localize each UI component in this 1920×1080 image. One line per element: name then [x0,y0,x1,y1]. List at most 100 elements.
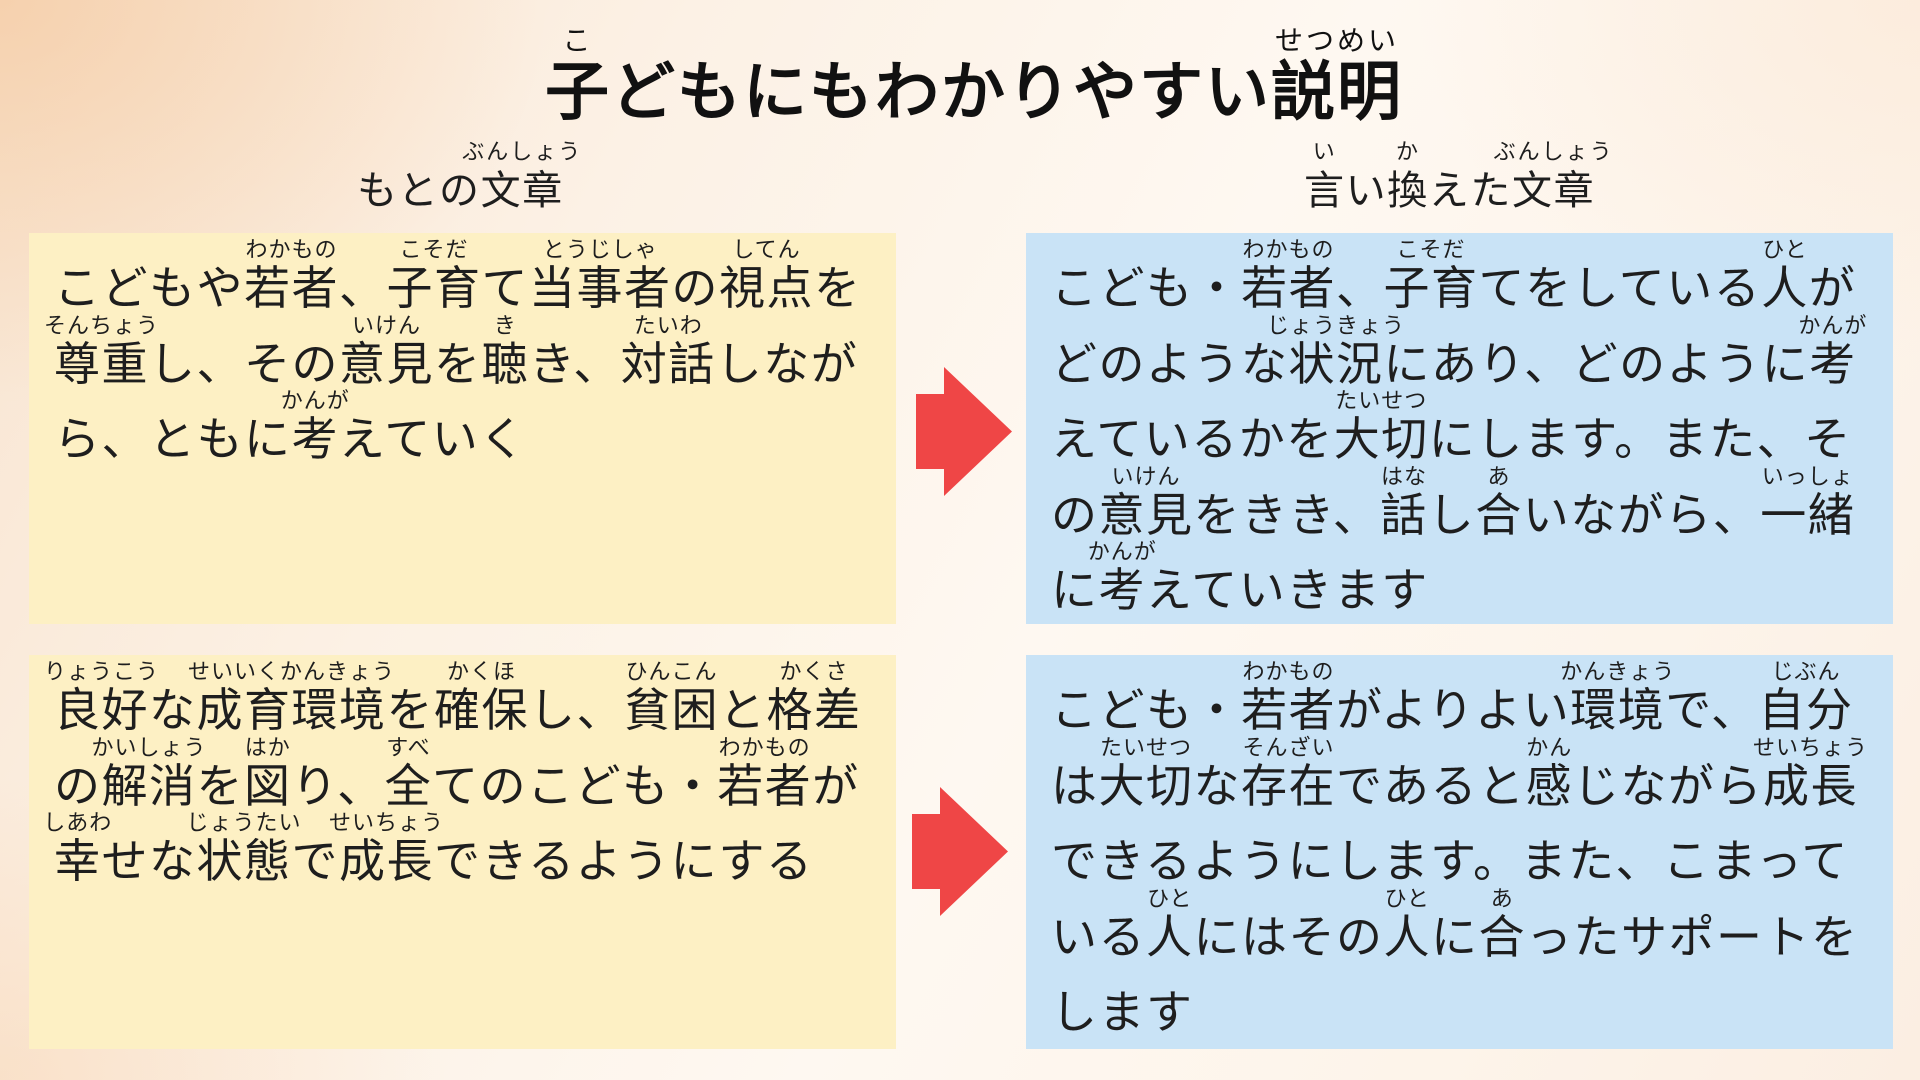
ruby-base: 状況 [1288,336,1384,391]
ruby-word: 成育環境せいいくかんきょう [188,662,394,734]
ruby-base: 幸 [54,834,102,888]
ruby-base: 成育環境 [196,683,387,737]
ruby-base: 説明 [1271,56,1403,130]
text-run: できるようにします。また、こまっている [1051,834,1849,964]
ruby-word: 格差かくさ [767,662,862,734]
furigana: か [1396,140,1421,165]
ruby-base: 言 [1304,168,1346,214]
text-run: な [149,683,197,737]
text-run: で、 [1665,683,1759,737]
text-run: 、 [339,261,387,315]
text-run: な [1193,758,1241,813]
rewritten-text: こども・若者わかものがよりよい環境かんきょうで、自分じぶんは大切たいせつな存在そ… [1051,662,1881,1051]
ruby-word: 環境かんきょう [1560,662,1674,734]
original-text-box: こどもや若者わかもの、子育こそだて当事者とうじしゃの視点してんを尊重そんちょうし… [29,233,896,624]
ruby-word: 若者わかもの [717,737,812,809]
furigana: かいしょう [91,735,207,761]
ruby-base: 文章 [1512,168,1596,214]
ruby-word: 若者わかもの [1241,240,1336,312]
text-run: えた [1428,168,1513,214]
ruby-word: 合あ [1479,888,1527,960]
text-run: を [814,261,862,315]
furigana: そんざい [1242,735,1335,761]
ruby-word: 換か [1387,142,1429,212]
text-run: と [719,683,767,737]
text-run: に [1431,909,1479,964]
furigana: とうじしゃ [542,238,658,263]
furigana: じぶん [1771,660,1841,685]
ruby-word: 子こ [545,27,611,126]
furigana: してん [732,238,801,263]
text-run: いながら、 [1522,487,1761,542]
ruby-base: 大切 [1333,412,1429,466]
furigana: ひと [1384,886,1430,912]
ruby-base: 感 [1525,758,1574,813]
ruby-word: 存在そんざい [1241,737,1336,809]
furigana: いっしょ [1761,464,1854,490]
text-run: じながら [1573,758,1764,813]
ruby-word: 大切たいせつ [1334,391,1429,463]
rewritten-text-box: こども・若者わかもの、子育こそだてをしている人ひとがどのような状況じょうきょうに… [1026,233,1893,624]
ruby-base: 存在 [1241,758,1336,813]
furigana: こ [562,24,594,57]
text-run: えているかを [1051,412,1334,466]
text-run: にします。また、その [1051,412,1852,542]
furigana: かんが [1087,540,1157,565]
ruby-base: 若者 [717,758,813,813]
ruby-word: 文章ぶんしょう [462,142,580,212]
ruby-word: 考かんが [1088,542,1156,614]
ruby-base: 成長 [339,834,434,888]
ruby-base: 確保 [434,683,529,737]
ruby-base: 状態 [196,834,292,888]
ruby-word: 全すべ [385,737,433,809]
ruby-base: 意見 [1098,487,1194,542]
ruby-word: 成長せいちょう [329,813,443,885]
furigana: かんが [1798,313,1868,339]
furigana: こそだ [399,238,469,263]
furigana: ひと [1147,886,1193,912]
ruby-word: 意見いけん [1099,466,1194,538]
ruby-word: 良好りょうこう [44,662,158,734]
furigana: はな [1381,464,1428,490]
ruby-base: 図 [244,758,292,813]
text-run: が [812,758,860,813]
ruby-base: 成長 [1763,758,1859,813]
ruby-word: 幸しあわ [43,813,111,885]
text-run: し、 [529,683,624,737]
ruby-base: 意見 [339,336,434,391]
ruby-word: 考かんが [1798,315,1866,387]
ruby-word: 解消かいしょう [91,737,205,809]
text-run: ったサポートをします [1051,909,1859,1040]
ruby-base: 話 [1380,487,1428,542]
ruby-base: 全 [384,758,433,813]
ruby-base: 若者 [1241,261,1336,315]
text-run: 、 [1336,261,1384,315]
ruby-word: 意見いけん [339,315,434,387]
furigana: はか [244,735,291,761]
ruby-base: 尊重 [54,336,149,391]
text-run: であると [1336,758,1526,813]
ruby-word: 若者わかもの [1241,662,1336,734]
original-text: 良好りょうこうな成育環境せいいくかんきょうを確保かくほし、貧困ひんこんと格差かく… [43,662,884,900]
ruby-base: 子育 [386,261,482,315]
text-run: をきき、 [1193,487,1381,542]
ruby-base: 考 [1098,563,1146,617]
ruby-base: 大切 [1098,758,1194,813]
column-heading-rewritten: 言いい換かえた文章ぶんしょう [1304,142,1612,216]
text-run: にあり、どのように [1383,336,1810,391]
furigana: たいわ [633,313,703,339]
ruby-word: 言い [1304,142,1346,214]
furigana: こそだ [1396,238,1466,263]
furigana: りょうこう [43,660,160,685]
text-run: の [671,261,719,315]
ruby-word: 子育こそだ [1384,240,1479,312]
furigana: ひと [1762,238,1808,263]
furigana: あ [1487,464,1511,490]
text-run: もとの [357,168,481,214]
furigana: たいせつ [1335,389,1428,414]
text-run: どもにもわかりやすい [611,56,1271,130]
text-run: は [1051,758,1099,813]
text-run: こども・ [1051,261,1241,315]
ruby-word: 対話たいわ [621,315,716,387]
ruby-base: 解消 [101,758,197,813]
